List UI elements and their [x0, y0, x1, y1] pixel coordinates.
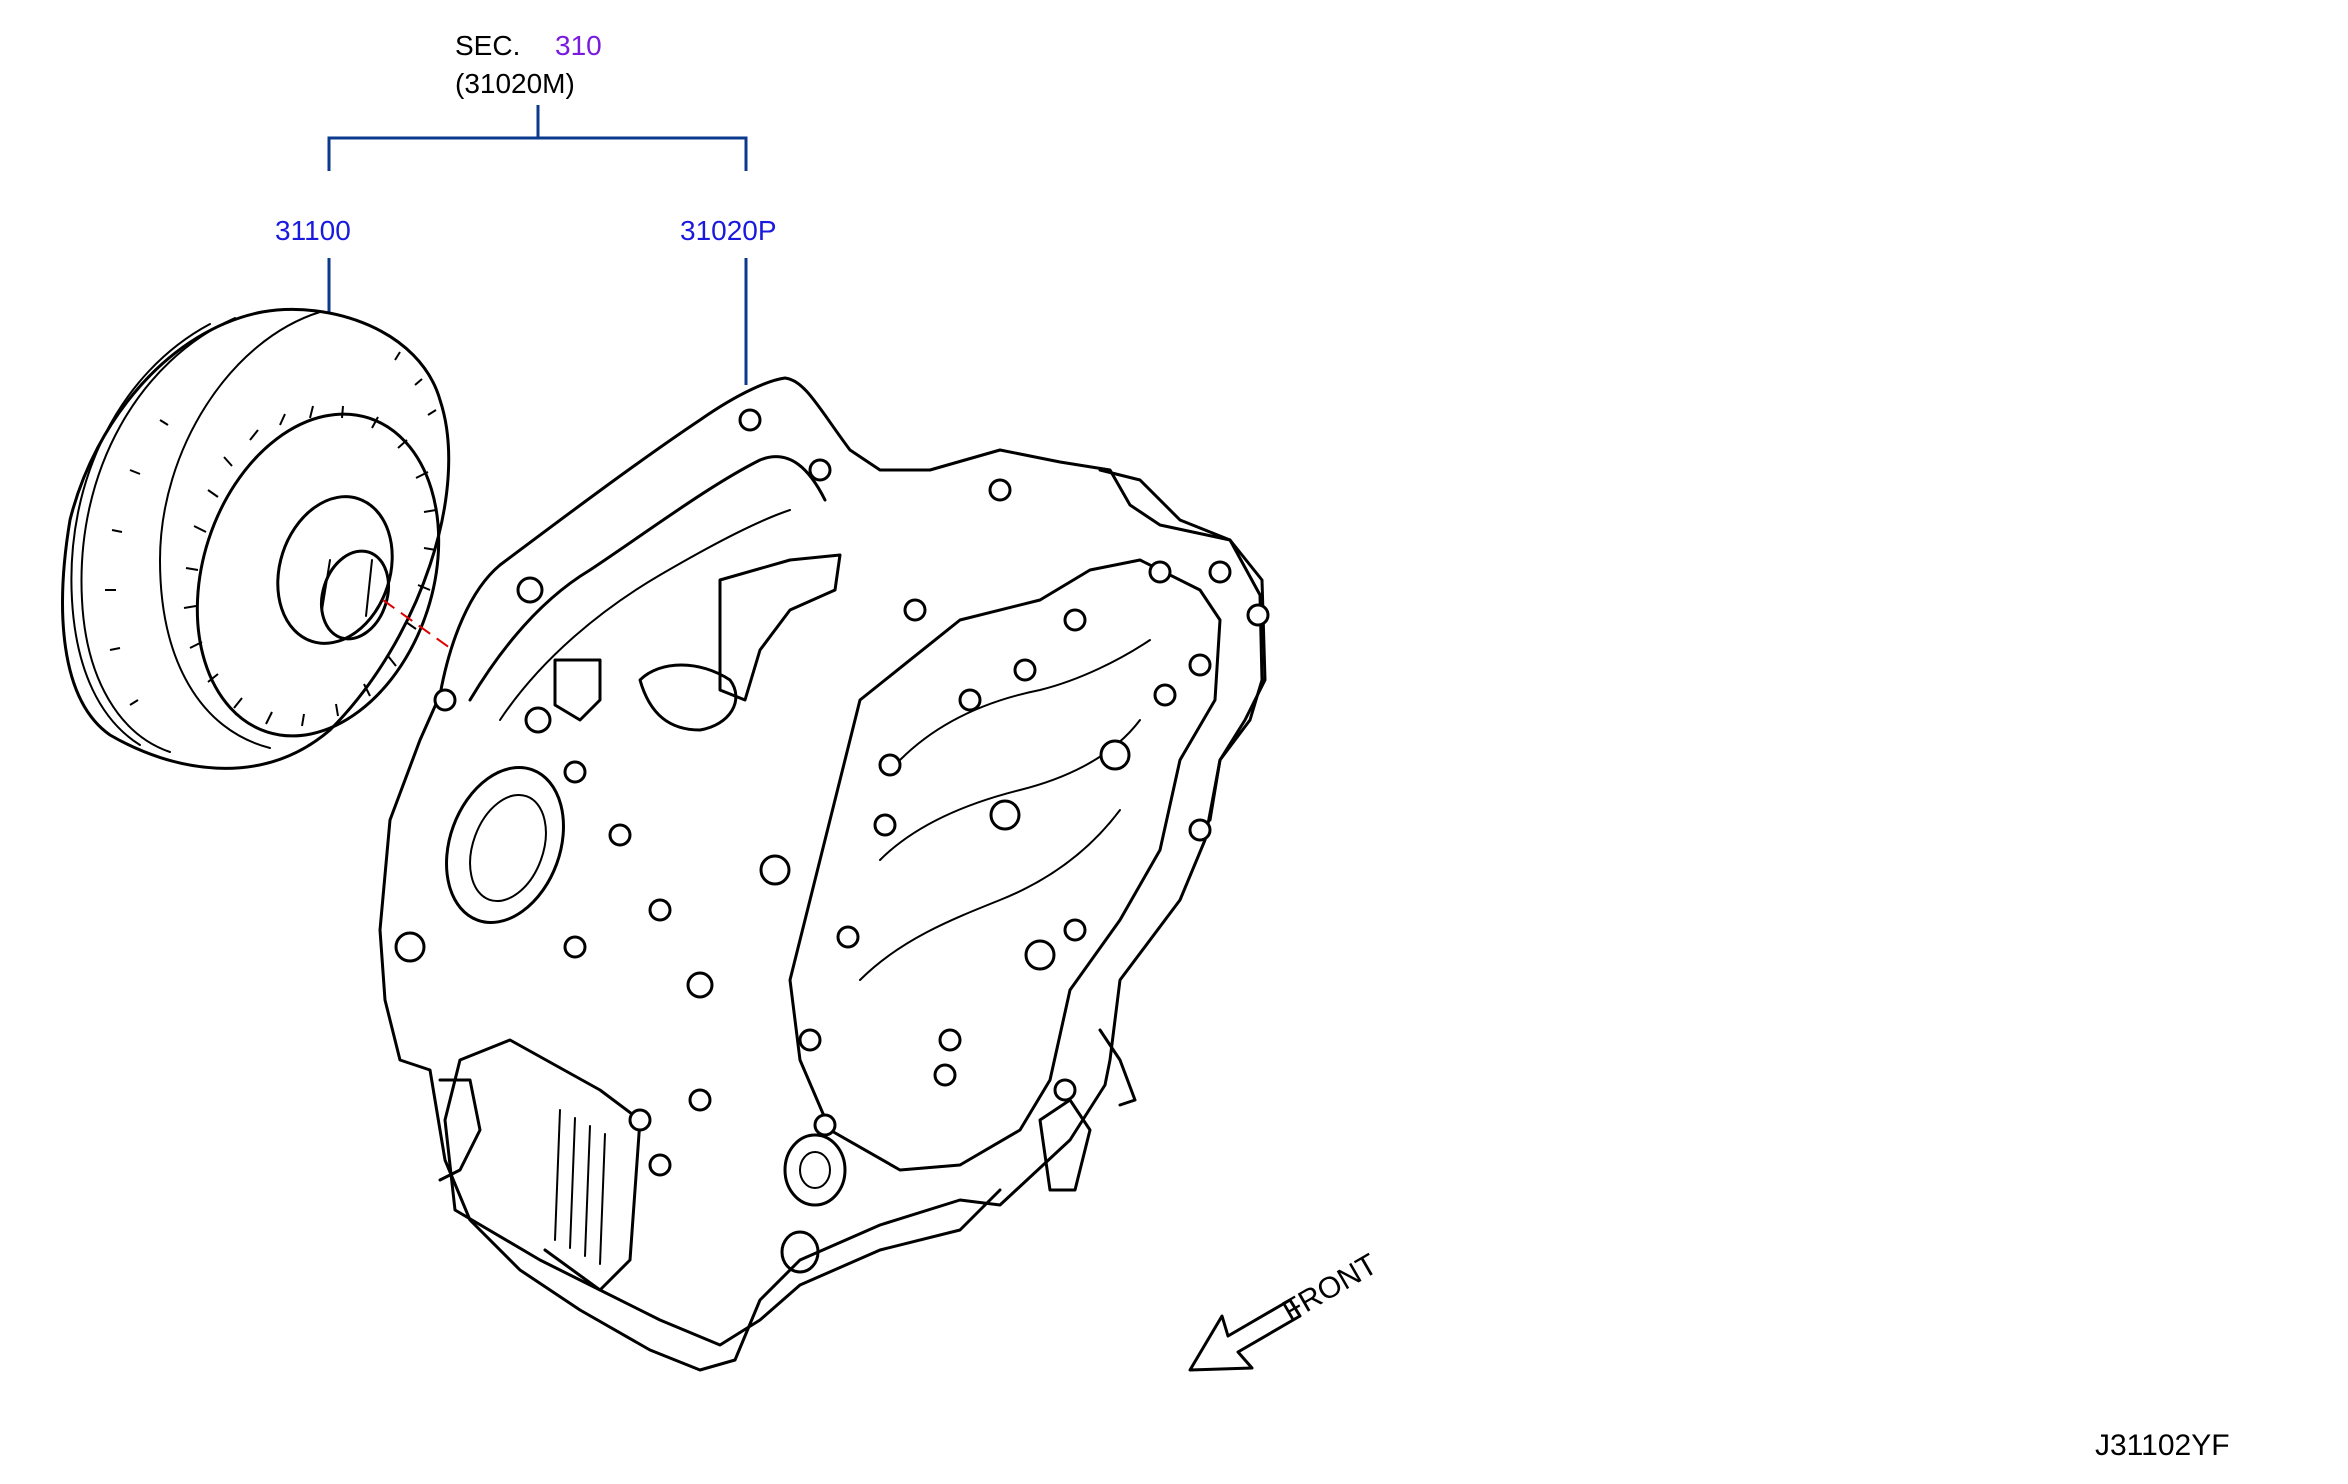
part-number-31020P[interactable]: 31020P — [680, 215, 777, 246]
side-cover-contour-3 — [859, 809, 1121, 981]
side-cover-contour-2 — [879, 719, 1141, 861]
converter-ridge-3 — [158, 311, 321, 749]
input-shaft-bore-inner — [469, 793, 547, 903]
side-cover-plate — [788, 558, 1222, 1172]
converter-ticks — [183, 405, 437, 727]
front-label: FRONT — [1277, 1248, 1383, 1328]
assembly-code: (31020M) — [455, 68, 575, 99]
cooler-pipe — [438, 1078, 482, 1182]
converter-hub-outer — [276, 495, 394, 645]
rear-case — [1098, 468, 1267, 822]
oil-cooler — [443, 1038, 642, 1292]
transaxle-assembly-drawing — [378, 376, 1270, 1372]
converter-hub-inner — [320, 549, 390, 641]
converter-ridge-2 — [70, 323, 211, 746]
section-number-link[interactable]: 310 — [555, 30, 602, 61]
leader-bracket — [327, 136, 748, 171]
selector-shaft — [638, 663, 738, 732]
leader-lines — [327, 105, 748, 385]
section-prefix: SEC. — [455, 30, 520, 61]
output-flange — [783, 1133, 847, 1207]
part-number-31100[interactable]: 31100 — [275, 215, 351, 246]
front-arrow-icon — [1188, 1298, 1302, 1372]
bell-housing-flange — [468, 455, 827, 702]
torque-converter-drawing — [61, 307, 451, 770]
drain-plug — [780, 1230, 820, 1274]
pan-bracket — [1098, 1028, 1137, 1107]
bolts — [394, 408, 1270, 1177]
transaxle-housing-outline — [378, 376, 1264, 1372]
output-flange-inner — [799, 1151, 831, 1189]
converter-ridge-1 — [80, 317, 236, 753]
input-shaft-bore — [445, 766, 565, 924]
converter-face — [195, 412, 441, 738]
side-cover-contour-1 — [899, 639, 1151, 761]
oil-cooler-fins — [554, 1109, 606, 1265]
diagram-id: J31102YF — [2095, 1429, 2230, 1462]
section-reference[interactable]: SEC. 310 (31020M) — [455, 30, 602, 99]
converter-rim — [61, 307, 451, 770]
mount-bracket — [1038, 1098, 1092, 1192]
selector-lever — [718, 553, 842, 702]
front-direction-indicator: FRONT — [1188, 1248, 1383, 1372]
converter-rim-ticks — [105, 351, 437, 706]
oil-pan — [543, 1188, 1002, 1347]
bell-housing-inner — [499, 509, 791, 721]
converter-hub-key — [321, 559, 373, 617]
sensor-connector — [553, 658, 602, 722]
center-line — [382, 599, 451, 649]
